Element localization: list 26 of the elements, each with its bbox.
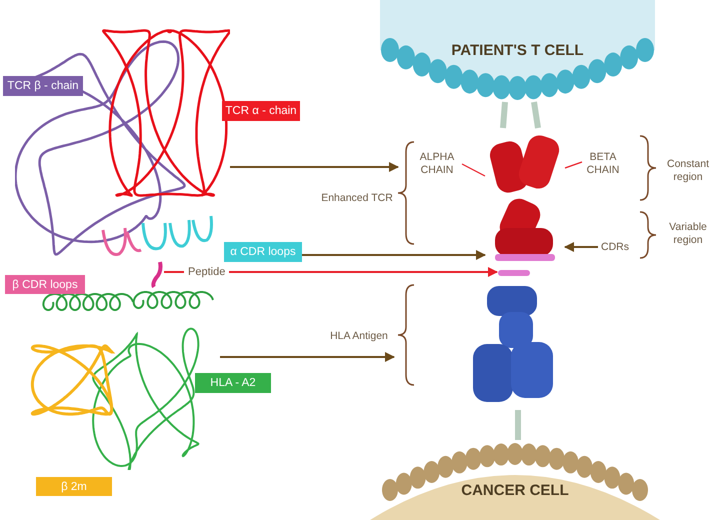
leader-line [564,161,582,169]
cdr-label: CDRs [598,240,632,255]
region-label: Constant region [658,155,718,187]
peptide-drawing [150,260,164,288]
chain-name: BETA CHAIN [582,149,624,179]
cell-label: CANCER CELL [461,480,569,500]
peptide-drawing [497,268,531,278]
chain-label: TCR β - chain [3,76,83,96]
arrow [564,242,598,252]
arrow [302,250,486,260]
anchor-stalk [500,102,508,128]
region-label: Variable region [658,218,718,250]
leader-line [462,163,486,177]
arrow [220,352,395,362]
cell-label: PATIENT'S T CELL [451,41,584,61]
antigen-label: HLA Antigen [324,328,394,344]
arrow [230,162,399,172]
molecule-label: HLA - A2 [195,373,271,393]
chain-label: TCR α - chain [222,101,300,121]
chain-name: ALPHA CHAIN [412,149,462,179]
anchor-stalk [531,102,541,128]
receptor-label: Enhanced TCR [316,190,398,206]
loops-label: β CDR loops [5,275,85,294]
molecule-label: β 2m [36,477,112,496]
edge-label: Peptide [184,264,230,280]
loops-label: α CDR loops [224,242,302,262]
